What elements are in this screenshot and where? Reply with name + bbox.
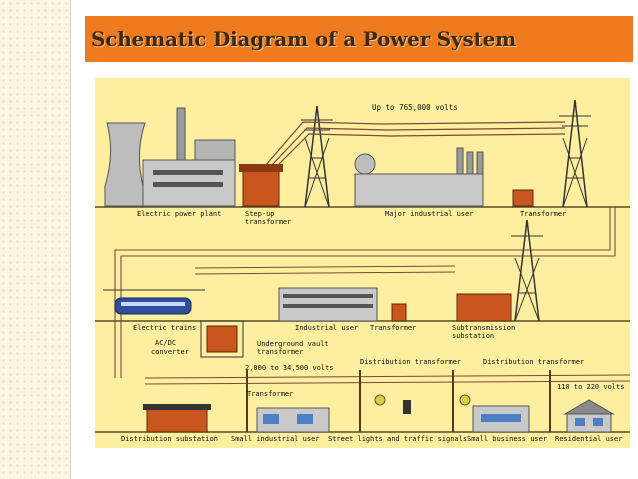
row-distribution: 2,000 to 34,500 volts Distribution trans…: [95, 358, 630, 443]
acdc-label-1: AC/DC: [155, 339, 176, 347]
plant-chimney-icon: [176, 107, 186, 161]
industrial-user-label: Industrial user: [295, 324, 358, 332]
subtransmission-label-1: Subtransmission: [452, 324, 515, 332]
acdc-label-2: converter: [151, 348, 189, 356]
transformer-icon: [391, 303, 407, 322]
slide-left-margin: [0, 0, 70, 479]
traffic-signal-icon: [403, 400, 411, 414]
vault-transformer-icon: [206, 325, 238, 353]
step-up-label-1: Step-up: [245, 210, 275, 218]
step-up-transformer-icon: [242, 169, 280, 207]
high-voltage-line: [264, 121, 566, 167]
street-lights-label: Street lights and traffic signals: [328, 435, 467, 443]
transformer-label-3: Transformer: [247, 390, 293, 398]
small-industrial-label: Small industrial user: [231, 435, 320, 443]
power-plant-label: Electric power plant: [137, 210, 221, 218]
dist-transformer-label-b: Distribution transformer: [483, 358, 584, 366]
power-system-diagram: Up to 765,000 volts Electric power plant…: [95, 78, 630, 448]
small-business-label: Small business user: [467, 435, 547, 443]
residential-label: Residential user: [555, 435, 622, 443]
transformer-label-1: Transformer: [520, 210, 566, 218]
subtransmission-substation-icon: [456, 293, 512, 322]
voltage-mid-label: 2,000 to 34,500 volts: [245, 364, 334, 372]
transformer-label-2: Transformer: [370, 324, 416, 332]
margin-rule: [70, 0, 71, 479]
major-industrial-user-icon: [354, 173, 484, 207]
row-generation: Up to 765,000 volts Electric power plant…: [95, 99, 630, 226]
subtransmission-label-2: substation: [452, 332, 494, 340]
distribution-substation-icon: [146, 407, 208, 433]
street-light-icon: [374, 394, 386, 406]
transmission-tower-icon: [301, 105, 333, 208]
dist-transformer-label-a: Distribution transformer: [360, 358, 461, 366]
step-up-label-2: transformer: [245, 218, 291, 226]
transmission-tower-icon: [511, 219, 543, 322]
slide-title: Schematic Diagram of a Power System: [91, 27, 517, 51]
voltage-low-label: 110 to 220 volts: [557, 383, 624, 391]
major-industrial-label: Major industrial user: [385, 210, 474, 218]
vault-label-1: Underground vault: [257, 340, 329, 348]
slide-title-bar: Schematic Diagram of a Power System: [85, 16, 633, 62]
row-subtransmission: Electric trains AC/DC converter Undergro…: [95, 207, 630, 378]
voltage-high-label: Up to 765,000 volts: [372, 103, 458, 112]
cooling-tower-icon: [104, 122, 146, 207]
electric-train-icon: [103, 289, 205, 315]
electric-trains-label: Electric trains: [133, 324, 196, 332]
vault-label-2: transformer: [257, 348, 303, 356]
street-light-icon: [459, 394, 471, 406]
transmission-tower-icon: [559, 99, 591, 208]
power-plant-upper-icon: [194, 139, 236, 161]
dist-substation-label: Distribution substation: [121, 435, 218, 443]
